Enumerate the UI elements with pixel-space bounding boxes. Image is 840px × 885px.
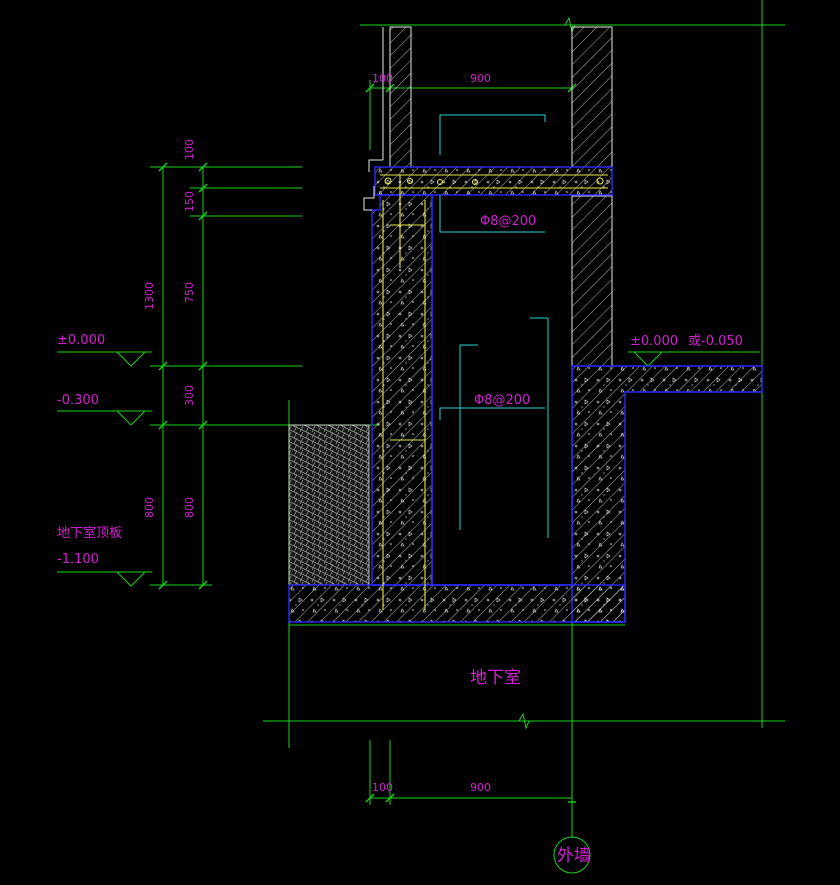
- dim-v-300: 300: [183, 385, 196, 406]
- leader-lines: [439, 114, 549, 538]
- basement-label: 地下室: [470, 668, 521, 688]
- dim-v-800-inner: 800: [183, 497, 196, 518]
- rebar-lines: [380, 174, 608, 610]
- rebar-label-top: Φ8@200: [480, 214, 536, 229]
- dim-top-left: 100: [372, 72, 393, 85]
- level-zero-left: ±0.000: [57, 333, 105, 348]
- dim-top-width: 900: [470, 72, 491, 85]
- dim-v-800-outer: 800: [143, 497, 156, 518]
- dim-v-750: 750: [183, 282, 196, 303]
- dim-v-1300: 1300: [143, 282, 156, 310]
- axis-label: 外墙: [557, 846, 591, 866]
- dim-v-100: 100: [183, 139, 196, 160]
- level-basement-roof: 地下室顶板: [57, 525, 122, 541]
- level-minus-300: -0.300: [57, 393, 99, 408]
- reference-lines: [57, 0, 785, 874]
- level-minus-1100: -1.100: [57, 552, 99, 567]
- dim-bottom-left: 100: [372, 781, 393, 794]
- dim-v-150: 150: [183, 191, 196, 212]
- concrete-section: [288, 166, 763, 626]
- earth-fill: [288, 424, 370, 586]
- rebar-label-middle: Φ8@200: [474, 393, 530, 408]
- level-alt: 或-0.050: [688, 334, 743, 349]
- dim-bottom-width: 900: [470, 781, 491, 794]
- level-zero-right: ±0.000: [630, 334, 678, 349]
- upper-walls: [368, 26, 613, 367]
